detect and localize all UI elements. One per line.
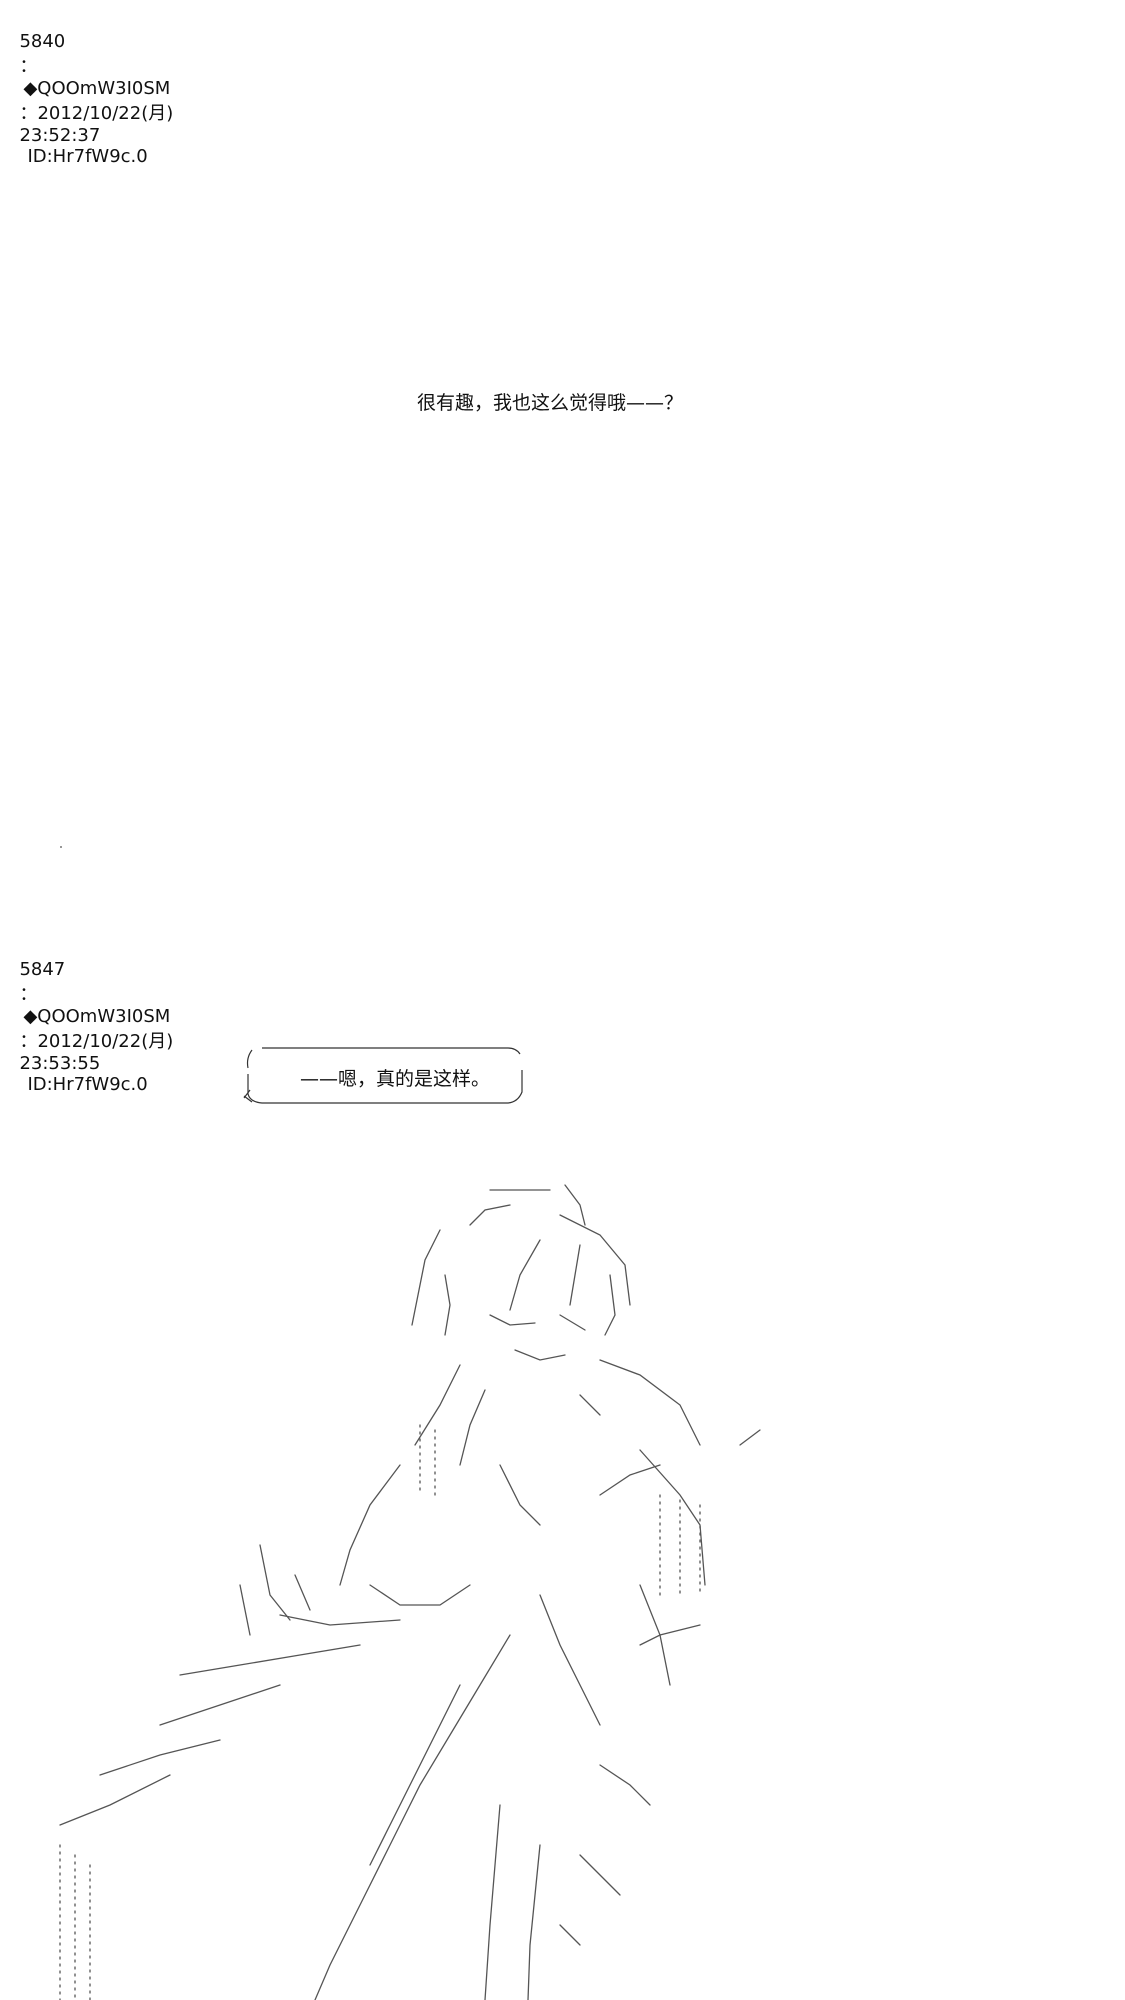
post-separator: ： [19,984,38,1005]
post-id: ID:Hr7fW9c.0 [27,146,148,167]
speech-bubble: ——嗯，真的是这样。 [240,1040,526,1108]
ascii-art-illustration [59,1184,761,2000]
post-date: ：2012/10/22(月) [19,1031,174,1052]
post-header-5847: 5847 ： ◆QOOmW3I0SM ：2012/10/22(月) 23:53:… [8,938,173,1095]
post-date: ：2012/10/22(月) [19,103,174,124]
speech-bubble-frame [243,1047,523,1104]
bubble-text: ——嗯，真的是这样。 [300,1068,491,1090]
stray-dot [60,846,62,848]
post-tripcode: ◆QOOmW3I0SM [23,78,171,99]
post-separator: ： [19,56,38,77]
post-number: 5847 [19,959,66,980]
post-number: 5840 [19,31,66,52]
post-time: 23:53:55 [19,1053,101,1074]
post-time: 23:52:37 [19,125,101,146]
post-5840-dialogue: 很有趣，我也这么觉得哦——？ [417,392,684,414]
post-tripcode: ◆QOOmW3I0SM [23,1006,171,1027]
post-id: ID:Hr7fW9c.0 [27,1074,148,1095]
post-header-5840: 5840 ： ◆QOOmW3I0SM ：2012/10/22(月) 23:52:… [8,10,173,167]
